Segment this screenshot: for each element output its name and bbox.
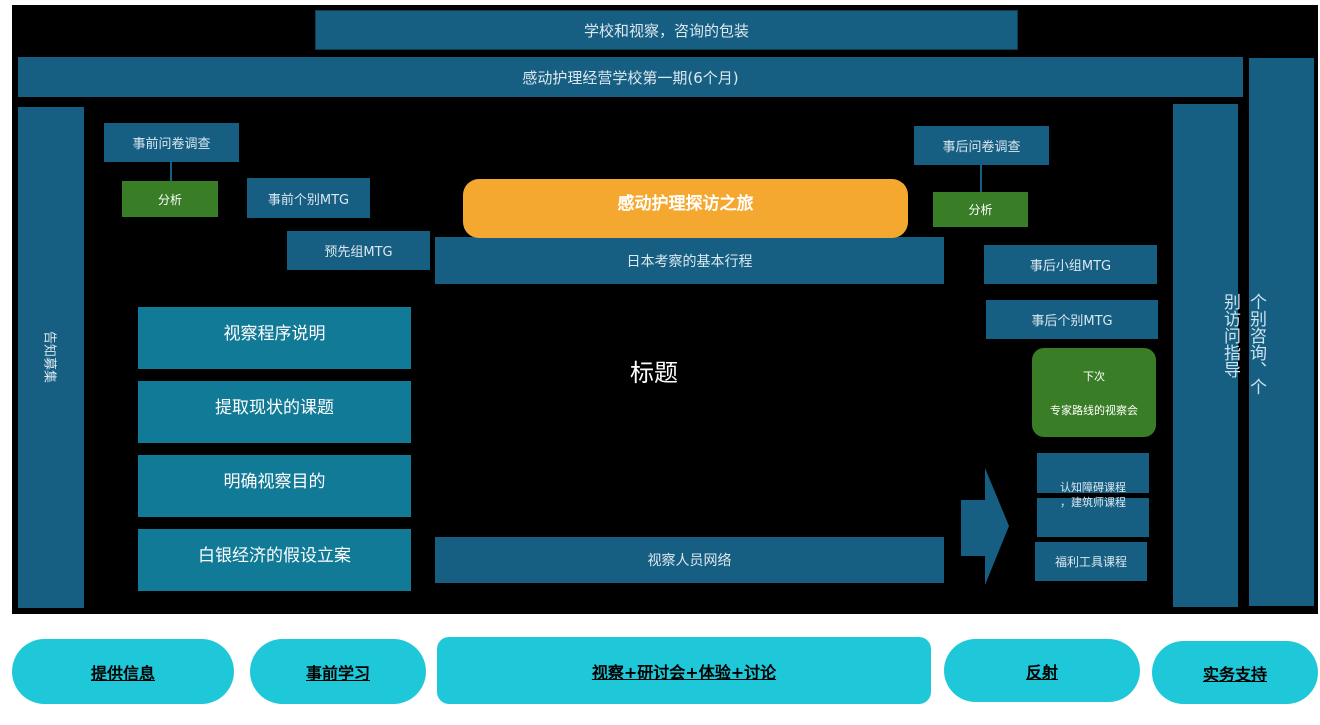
top-banner: 学校和视察，咨询的包装 bbox=[315, 10, 1018, 50]
phase-info: 提供信息 bbox=[12, 639, 234, 704]
visit-guidance-label: 别访问指导 bbox=[1220, 293, 1240, 378]
pre-analysis-box: 分析 bbox=[122, 181, 218, 217]
next-label: 下次 bbox=[1083, 369, 1105, 383]
phase-prestudy: 事前学习 bbox=[250, 639, 426, 704]
course-1: 认知障碍课程 bbox=[1060, 481, 1126, 494]
visit-guidance-column bbox=[1173, 104, 1238, 607]
step-box: 明确视察目的 bbox=[138, 455, 411, 517]
next-session-label: 专家路线的视察会 bbox=[1050, 403, 1138, 417]
post-survey-box: 事后问卷调查 bbox=[914, 126, 1049, 165]
course-2: ，建筑师课程 bbox=[1060, 496, 1126, 509]
post-mtg-box: 事后个别MTG bbox=[986, 300, 1158, 339]
course-box bbox=[1037, 453, 1149, 493]
arrow-right-icon bbox=[961, 468, 1009, 585]
connector bbox=[980, 165, 982, 192]
step-box: 视察程序说明 bbox=[138, 307, 411, 369]
next-session-box: 下次 专家路线的视察会 bbox=[1032, 348, 1156, 437]
itinerary-box: 日本考察的基本行程 bbox=[435, 237, 944, 284]
phase-reflection: 反射 bbox=[944, 639, 1140, 702]
welfare-course-box: 福利工具课程 bbox=[1035, 542, 1147, 581]
title-text: 标题 bbox=[630, 359, 678, 387]
network-box: 视察人员网络 bbox=[435, 537, 944, 583]
consult-label: 个别咨询、个 bbox=[1246, 293, 1266, 395]
course-text: 认知障碍课程 ，建筑师课程 bbox=[1037, 480, 1149, 510]
step-box: 白银经济的假设立案 bbox=[138, 529, 411, 591]
tour-title-box: 感动护理探访之旅 bbox=[463, 179, 908, 238]
connector bbox=[170, 162, 172, 181]
step-box: 提取现状的课题 bbox=[138, 381, 411, 443]
post-group-mtg-box: 事后小组MTG bbox=[984, 245, 1157, 284]
pre-mtg-box: 事前个别MTG bbox=[247, 178, 370, 218]
phase-visit: 视察+研讨会+体验+讨论 bbox=[437, 637, 931, 704]
course-box bbox=[1037, 498, 1149, 537]
post-analysis-box: 分析 bbox=[933, 192, 1028, 227]
school-banner: 感动护理经营学校第一期(6个月) bbox=[18, 57, 1243, 97]
phase-support: 实务支持 bbox=[1152, 641, 1318, 704]
pre-survey-box: 事前问卷调查 bbox=[104, 123, 239, 162]
pre-group-mtg-box: 预先组MTG bbox=[287, 231, 430, 270]
consult-column bbox=[1249, 58, 1314, 606]
recruit-label: 告知募集 bbox=[41, 331, 57, 384]
recruit-column: 告知募集 bbox=[18, 107, 84, 608]
